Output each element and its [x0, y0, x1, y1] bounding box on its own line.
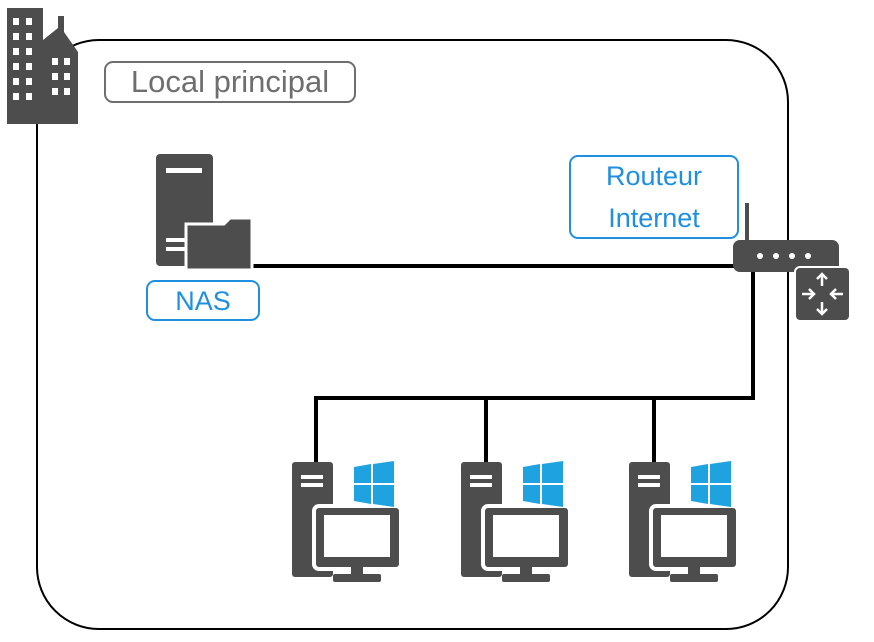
site-boundary: [36, 39, 789, 630]
workstation-icon-2: [459, 459, 572, 584]
site-label-text: Local principal: [130, 64, 330, 99]
workstation-icon-1: [290, 459, 403, 584]
workstation-icon-3: [627, 459, 740, 584]
router-icon: [733, 203, 851, 322]
nas-label-text: NAS: [175, 285, 231, 316]
router-label: Routeur Internet: [569, 155, 739, 239]
network-links: [250, 264, 755, 466]
building-icon: [7, 8, 78, 124]
router-label-line1: Routeur: [605, 161, 703, 191]
nas-label: NAS: [146, 280, 260, 321]
site-label: Local principal: [104, 61, 356, 103]
nas-server-icon: [156, 154, 254, 272]
router-label-line2: Internet: [608, 203, 700, 233]
